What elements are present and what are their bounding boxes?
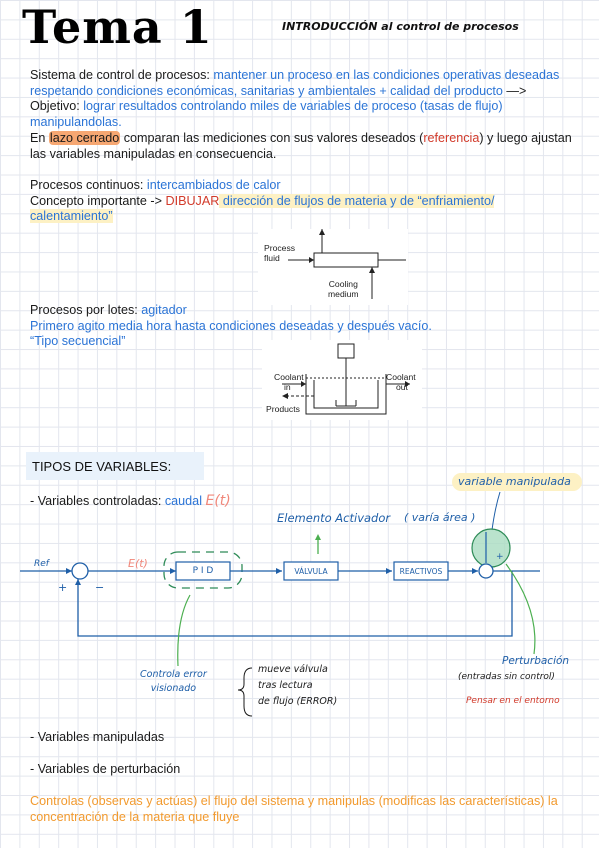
et-label: E(t) <box>128 557 148 570</box>
heat-exchanger-diagram <box>288 229 406 299</box>
var-manipulada-pointer <box>491 491 501 531</box>
var-manipulada-label: variable manipulada <box>458 475 571 488</box>
batch-reactor-diagram <box>282 343 410 415</box>
concepto-label: Concepto importante -> <box>30 193 166 208</box>
activador-arrow <box>315 534 321 540</box>
minus-sign: − <box>95 581 105 594</box>
pid-pointer <box>177 594 191 667</box>
lazo-mid: comparan las mediciones con sus valores … <box>120 131 424 145</box>
brace <box>237 667 253 717</box>
continuos-value: intercambiados de calor <box>146 178 281 192</box>
pensar-entorno-label: Pensar en el entorno <box>466 696 560 706</box>
var-manipulada-highlight <box>452 473 582 491</box>
feedback-line <box>77 571 513 637</box>
heading-highlight <box>26 452 204 480</box>
coolant-out-label: Coolant out <box>386 372 416 392</box>
lotes-paragraph: Procesos por lotes: agitador Primero agi… <box>30 303 575 350</box>
process-fluid-arrow <box>309 257 314 263</box>
valve-reactivos-arrow <box>386 568 392 574</box>
exchanger-body <box>313 252 379 268</box>
manipuladas-line: - Variables manipuladas <box>30 730 165 744</box>
mueve-valvula-label: mueve válvula tras lectura de flujo (ERR… <box>258 664 338 707</box>
figure-batch-reactor: Coolant in Coolant out Products <box>262 340 422 420</box>
perturbacion-pointer <box>505 563 536 655</box>
figure-heat-exchanger: Process fluid Cooling medium <box>258 229 408 305</box>
sistema-text: mantener un proceso en las condiciones o… <box>30 68 560 98</box>
coolant-in-arrow <box>301 381 306 387</box>
intro-paragraph: Sistema de control de procesos: mantener… <box>30 68 575 130</box>
cooling-out-arrow <box>319 229 325 235</box>
control-loop-diagram <box>20 473 582 717</box>
products-label: Products <box>266 404 300 414</box>
reactivos-label: REACTIVOS <box>399 567 443 576</box>
lazo-ref: referencia <box>423 131 480 145</box>
perturbacion-line: - Variables de perturbación <box>30 762 181 776</box>
lazo-paragraph: En lazo cerrado comparan las mediciones … <box>30 131 575 162</box>
sum-plus-sign: + <box>496 552 504 562</box>
lazo-pre: En <box>30 131 49 145</box>
lazo-post: ) y luego ajustan las variables manipula… <box>30 131 572 161</box>
lotes-label: Procesos por lotes: <box>30 303 142 317</box>
page-title: Tema 1 <box>22 0 213 54</box>
continuos-paragraph: Procesos continuos: intercambiados de ca… <box>30 178 575 225</box>
pid-valve-arrow <box>276 568 282 574</box>
ref-arrow <box>66 568 72 574</box>
comparator-circle <box>71 562 89 580</box>
cooling-medium-label: Cooling medium <box>328 279 359 299</box>
perturbacion-label: Perturbación <box>502 655 570 667</box>
page-subtitle: INTRODUCCIÓN al control de procesos <box>282 20 519 33</box>
varia-area-label: ( varía área ) <box>404 511 476 524</box>
process-fluid-label: Process fluid <box>264 243 296 263</box>
valvula-label: VÁLVULA <box>294 567 328 576</box>
coolant-in-label: Coolant in <box>274 372 304 392</box>
sistema-label: Sistema de control de procesos: <box>30 68 214 82</box>
summary-paragraph: Controlas (observas y actúas) el flujo d… <box>30 794 558 824</box>
products-arrow <box>282 393 288 399</box>
reactivos-sum-arrow <box>472 568 478 574</box>
controladas-value: caudal <box>164 494 202 508</box>
tipos-heading: TIPOS DE VARIABLES: <box>32 459 172 474</box>
controladas-line: - Variables controladas: caudal E(t) <box>30 493 575 510</box>
lotes-line2: Primero agito media hora hasta condicion… <box>30 318 432 333</box>
pid-dashed-outline <box>163 551 243 589</box>
continuos-label: Procesos continuos: <box>30 178 147 192</box>
lazo-highlight: lazo cerrado <box>48 131 121 145</box>
sum-circle <box>478 563 494 579</box>
perturbacion-bubble <box>471 528 511 568</box>
motor-box <box>337 343 355 359</box>
objetivo-label: —> Objetivo: <box>30 83 527 114</box>
controla-error-label: Controla error visionado <box>140 669 207 694</box>
error-arrow <box>170 568 176 574</box>
coolant-out-arrow <box>405 381 410 387</box>
ref-label: Ref <box>34 559 49 569</box>
controladas-label: - Variables controladas: <box>30 494 165 508</box>
jacket-outer <box>305 374 387 415</box>
dibujar-text: DIBUJAR <box>165 193 220 208</box>
agitator-paddle <box>335 400 357 407</box>
feedback-arrow <box>75 579 81 585</box>
lotes-line3: “Tipo secuencial” <box>30 334 126 349</box>
cooling-in-arrow <box>369 267 375 273</box>
controladas-symbol: E(t) <box>205 493 231 509</box>
elemento-activador-label: Elemento Activador <box>277 511 391 525</box>
objetivo-text: lograr resultados controlando miles de v… <box>30 99 503 129</box>
vessel-inner <box>313 380 379 409</box>
pid-label: P I D <box>192 566 214 576</box>
entradas-sin-control-label: (entradas sin control) <box>458 672 555 682</box>
plus-sign: + <box>58 581 68 594</box>
lotes-value: agitador <box>141 303 187 317</box>
